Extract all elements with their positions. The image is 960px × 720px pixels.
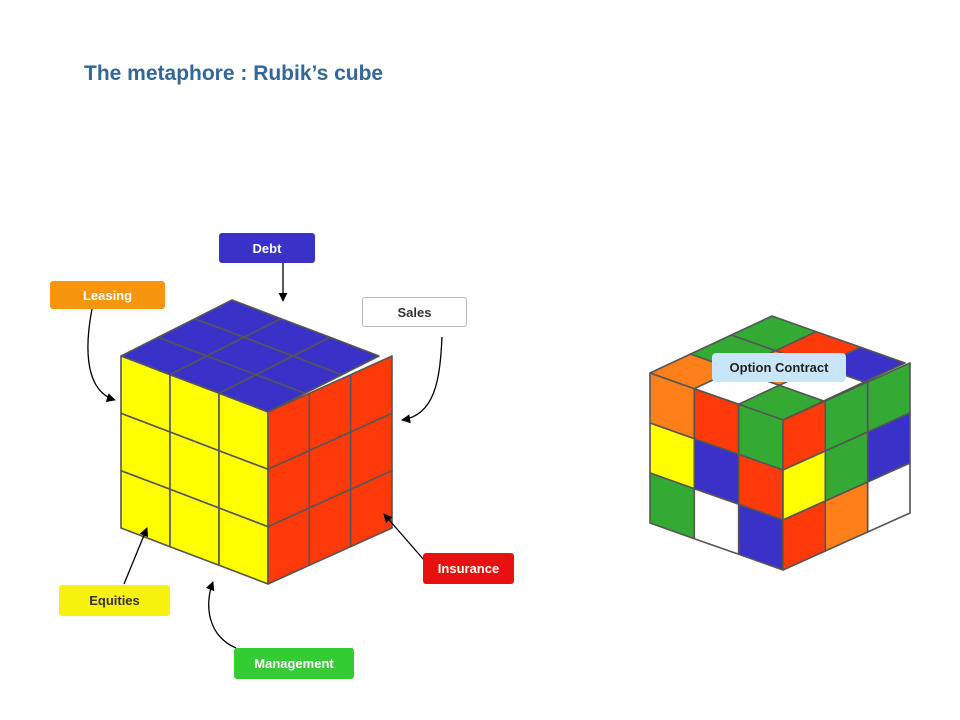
right-face-sticker: [866, 462, 911, 533]
leasing-label: Leasing: [50, 281, 165, 309]
insurance-arrow: [383, 513, 425, 561]
right-face-sticker: [349, 469, 393, 548]
solved-rubiks-cube: [120, 299, 393, 585]
top-face-sticker: [292, 336, 380, 376]
management-label: Management: [234, 648, 354, 679]
debt-label: Debt: [219, 233, 315, 263]
option-contract-label: Option Contract: [712, 353, 846, 382]
leasing-arrow: [87, 308, 116, 402]
management-arrow: [205, 581, 237, 649]
slide-title: The metaphore : Rubik’s cube: [84, 62, 384, 85]
sales-label: Sales: [362, 297, 467, 327]
insurance-label: Insurance: [423, 553, 514, 584]
scrambled-rubiks-cube: [649, 315, 911, 571]
equities-arrow: [123, 527, 149, 585]
equities-label: Equities: [59, 585, 170, 616]
sales-arrow: [401, 336, 443, 424]
